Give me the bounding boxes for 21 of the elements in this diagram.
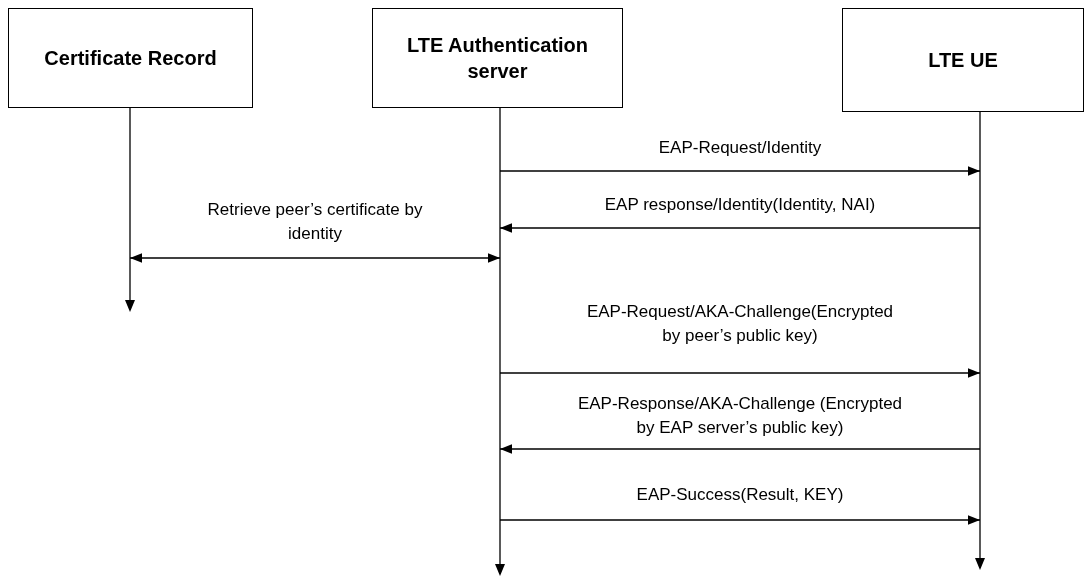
message-arrow [499,444,981,454]
lifeline-arrow [124,108,136,312]
participant-box [372,8,623,108]
participant-box [842,8,1084,112]
participant-box [8,8,253,108]
edge-label: EAP-Request/Identity [657,137,823,159]
participant-name: LTE UE [928,48,998,73]
edge-label: EAP-Request/AKA-Challenge(Encrypted by peer’s public key) [585,301,895,347]
edge-label: EAP response/Identity(Identity, NAI) [603,194,877,216]
message-arrow [499,223,981,233]
message-arrow [499,166,981,176]
lifeline-arrow [974,112,986,570]
edge-label: EAP-Success(Result, KEY) [635,484,845,506]
lifeline-arrow [494,108,506,576]
participant-name: LTE Authentication server [405,33,590,84]
message-arrow [499,515,981,525]
message-arrow [129,253,501,263]
message-arrow [499,368,981,378]
participant-name: Certificate Record [44,46,217,71]
edge-label: EAP-Response/AKA-Challenge (Encrypted by EAP server’s public key) [576,393,904,439]
edge-label: Retrieve peer’s certificate by identity [206,199,424,245]
